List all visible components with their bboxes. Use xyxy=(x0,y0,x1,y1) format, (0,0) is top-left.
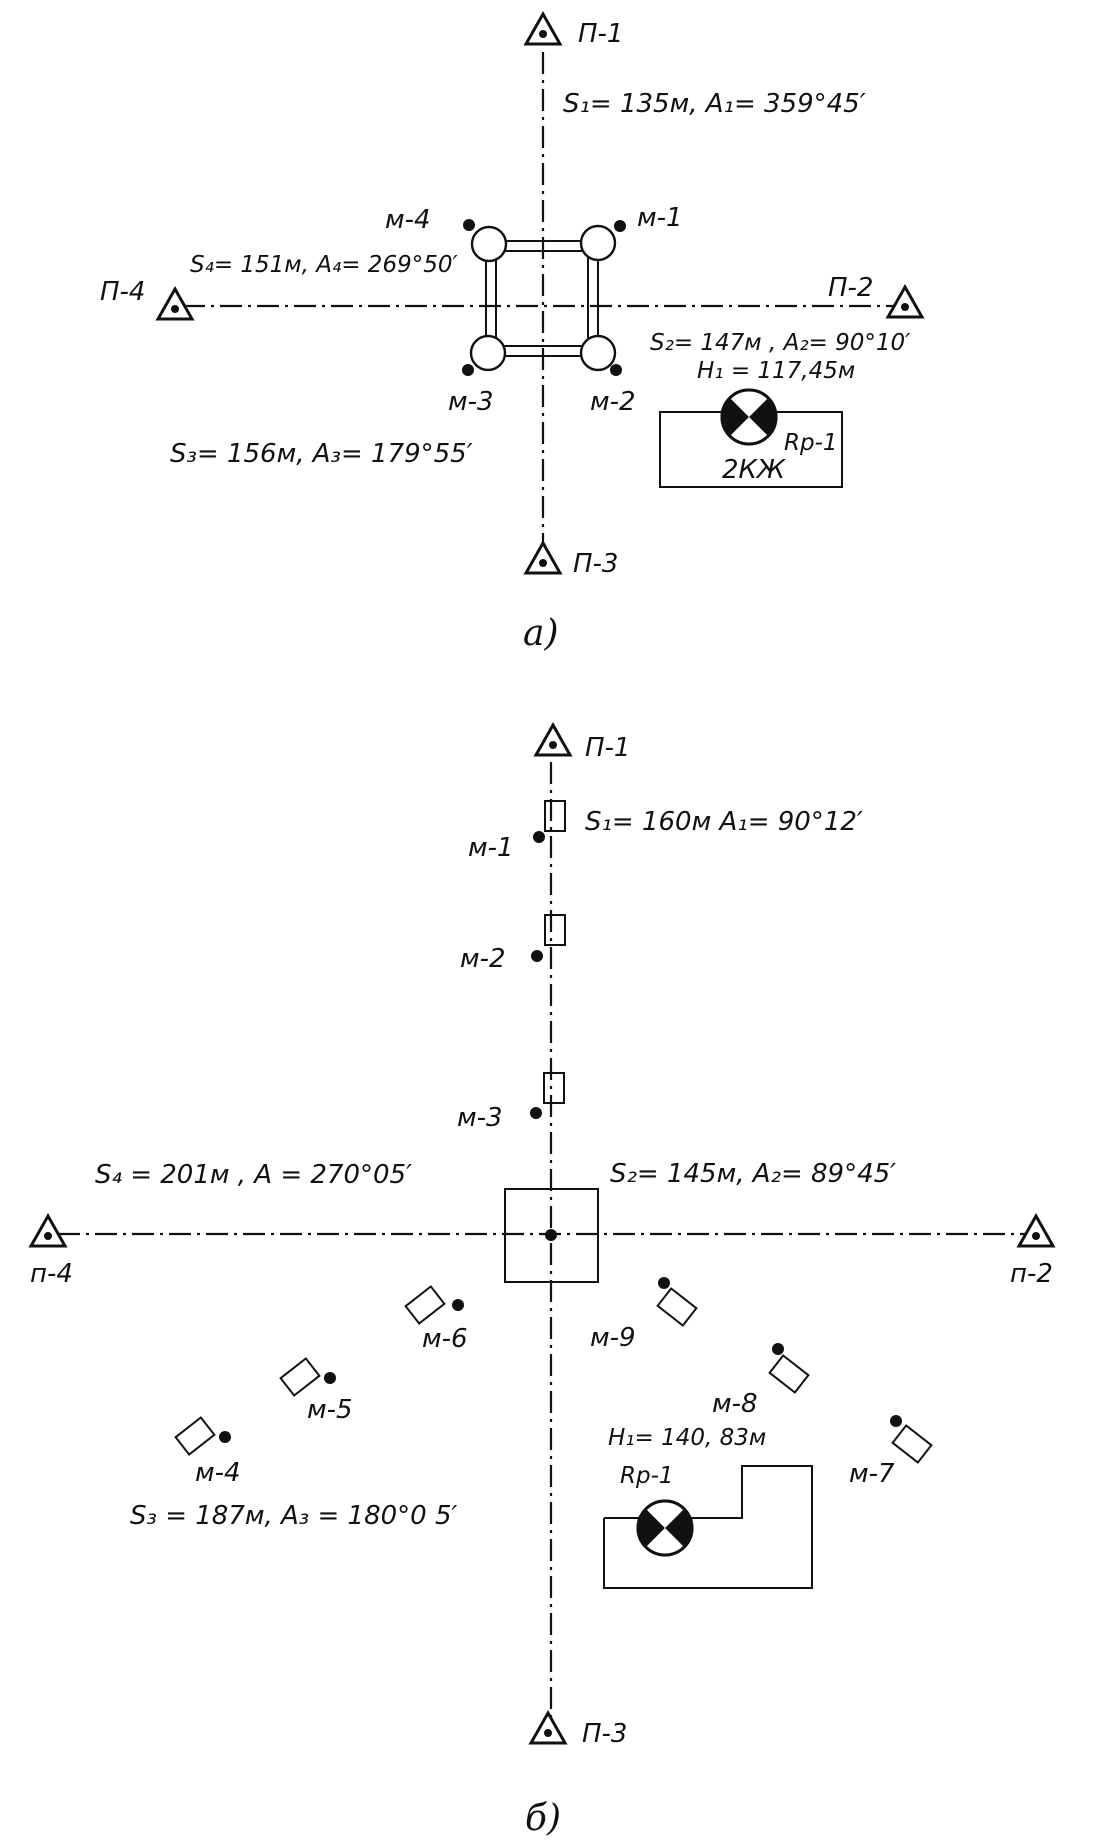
marker-label-m6: м-6 xyxy=(422,1324,468,1354)
marker-dot-icon xyxy=(890,1415,902,1427)
distance-s2: S₂= 147м , A₂= 90°10′ xyxy=(650,330,911,356)
marker-label-m3: м-3 xyxy=(457,1103,503,1133)
triangle-survey-point-icon xyxy=(156,287,194,321)
benchmark-sublabel: 2КЖ xyxy=(722,455,786,485)
distance-s3: S₃= 156м, A₃= 179°55′ xyxy=(170,439,473,469)
marker-label-m3: м-3 xyxy=(448,387,494,417)
marker-dot-icon xyxy=(219,1431,231,1443)
point-label-p4: п-4 xyxy=(30,1259,73,1289)
marker-label-m2: м-2 xyxy=(590,387,636,417)
benchmark-label: Rp-1 xyxy=(620,1463,674,1489)
point-label-p1: П-1 xyxy=(585,733,630,763)
marker-dot-icon xyxy=(614,220,626,232)
point-label-p3: П-3 xyxy=(582,1719,627,1749)
benchmark-cross-icon xyxy=(636,1499,694,1557)
distance-s4: S₄= 151м, A₄= 269°50′ xyxy=(190,252,458,278)
triangle-survey-point-icon xyxy=(29,1214,67,1248)
benchmark-cross-icon xyxy=(720,388,778,446)
triangle-survey-point-icon xyxy=(1017,1214,1055,1248)
marker-dot-icon xyxy=(610,364,622,376)
caption-b: б) xyxy=(525,1798,561,1839)
diagram-a: П-1 П-2 П-3 П-4 м-4 м-1 м-3 м-2 S₁= 135м… xyxy=(100,12,924,654)
distance-s3: S₃ = 187м, A₃ = 180°0 5′ xyxy=(130,1501,458,1531)
point-label-p4: П-4 xyxy=(100,277,145,307)
marker-label-m1: м-1 xyxy=(468,833,514,863)
marker-dot-icon xyxy=(531,950,543,962)
diagram-b: П-1 п-2 П-3 п-4 м-1 м-2 м-3 м-6 м-5 м-4 xyxy=(29,723,1055,1839)
distance-s2: S₂= 145м, A₂= 89°45′ xyxy=(610,1159,896,1189)
marker-label-m8: м-8 xyxy=(712,1389,758,1419)
marker-label-m5: м-5 xyxy=(307,1395,353,1425)
marker-dot-icon xyxy=(452,1299,464,1311)
marker-dot-icon xyxy=(324,1372,336,1384)
marker-dot-icon xyxy=(545,1229,557,1241)
marker-label-m7: м-7 xyxy=(849,1459,895,1489)
marker-dot-icon xyxy=(772,1343,784,1355)
building-frame xyxy=(469,224,617,372)
marker-label-m9: м-9 xyxy=(590,1323,636,1353)
marker-dot-icon xyxy=(533,831,545,843)
marker-label-m1: м-1 xyxy=(637,203,683,233)
distance-s4: S₄ = 201м , A = 270°05′ xyxy=(95,1160,412,1190)
height-h1: H₁ = 117,45м xyxy=(697,358,855,384)
point-label-p2: П-2 xyxy=(828,273,873,303)
marker-label-m4: м-4 xyxy=(195,1458,241,1488)
distance-s1: S₁= 160м A₁= 90°12′ xyxy=(585,807,863,837)
caption-a: а) xyxy=(523,613,559,654)
triangle-survey-point-icon xyxy=(524,12,562,46)
marker-dot-icon xyxy=(462,364,474,376)
triangle-survey-point-icon xyxy=(529,1711,567,1745)
point-label-p2: п-2 xyxy=(1010,1259,1053,1289)
benchmark-building-outline xyxy=(603,1465,813,1589)
point-label-p3: П-3 xyxy=(573,549,618,579)
triangle-survey-point-icon xyxy=(524,541,562,575)
triangle-survey-point-icon xyxy=(886,285,924,319)
marker-dot-icon xyxy=(530,1107,542,1119)
marker-dot-icon xyxy=(658,1277,670,1289)
height-h1: H₁= 140, 83м xyxy=(608,1425,766,1451)
point-label-p1: П-1 xyxy=(578,19,623,49)
benchmark-label: Rp-1 xyxy=(784,430,838,456)
marker-label-m2: м-2 xyxy=(460,944,506,974)
marker-dot-icon xyxy=(463,219,475,231)
central-foundation xyxy=(504,1188,599,1283)
triangle-survey-point-icon xyxy=(534,723,572,757)
marker-label-m4: м-4 xyxy=(385,205,431,235)
distance-s1: S₁= 135м, A₁= 359°45′ xyxy=(563,89,866,119)
